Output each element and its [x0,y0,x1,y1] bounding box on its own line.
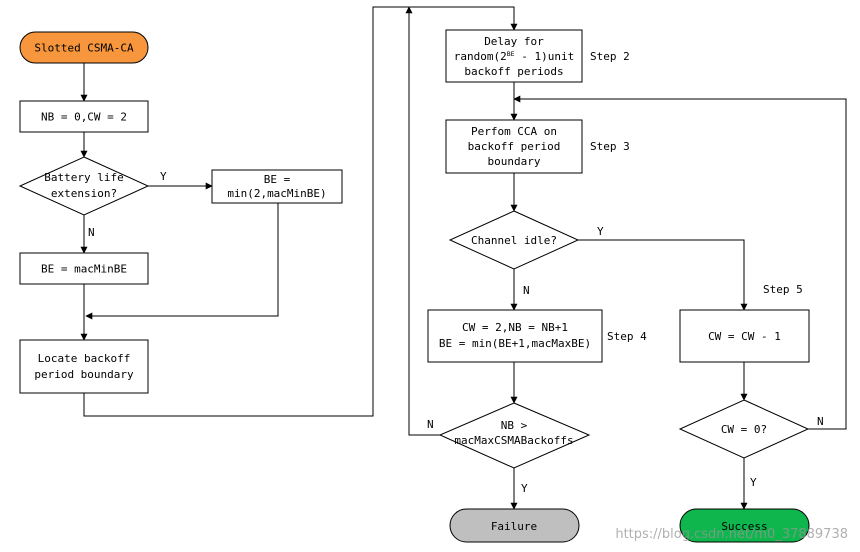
nb-check-yes-label: Y [521,482,528,495]
update-label-line1: CW = 2,NB = NB+1 [462,321,568,334]
cw-decrement-process: CW = CW - 1 [679,309,810,363]
be-min2-process: BE = min(2,macMinBE) [211,169,343,204]
cw-check-yes-label: Y [750,476,757,489]
delay-label-line2-suffix: - 1)unit [515,50,575,63]
nb-check-decision: NB > macMaxCSMABackoffs [438,402,591,469]
watermark-text: https://blog.csdn.net/m0_37889738 [615,527,848,542]
success-label: Success [721,520,767,533]
cw-check-decision: CW = 0? [678,399,810,459]
start-label: Slotted CSMA-CA [34,42,134,55]
update-label-line2: BE = min(BE+1,macMaxBE) [439,337,591,350]
channel-yes-label: Y [597,225,604,238]
start-node: Slotted CSMA-CA [19,31,149,64]
delay-label-line1: Delay for [484,35,544,48]
cca-process: Perfom CCA on backoff period boundary [445,119,583,174]
be-min2-label-line1: BE = [264,173,291,186]
init-process: NB = 0,CW = 2 [19,100,149,133]
step5-label: Step 5 [763,283,803,296]
step4-label: Step 4 [607,330,647,343]
edge-locate-to-delay [83,6,518,417]
failure-label: Failure [491,520,537,533]
channel-decision: Channel idle? [448,210,580,270]
cw-check-no-label: N [817,415,824,428]
delay-process: Delay for random(2BE - 1)unit backoff pe… [445,29,583,83]
init-label: NB = 0,CW = 2 [41,111,127,124]
cw-check-label: CW = 0? [721,423,767,436]
step2-label: Step 2 [590,50,630,63]
channel-no-label: N [523,284,530,297]
battery-yes-label: Y [160,170,167,183]
delay-label-line2-prefix: random(2 [454,50,507,63]
be-min2-label-line2: min(2,macMinBE) [227,187,326,200]
battery-decision: Battery life extension? [18,156,150,216]
cca-label-line2: backoff period [468,140,561,153]
edge-bemin2-to-merge [85,203,279,320]
channel-label: Channel idle? [471,234,557,247]
battery-no-label: N [88,226,95,239]
edge-nbcheck-no [405,6,440,436]
nb-check-label-line1: NB > [501,419,528,432]
locate-label-line1: Locate backoff [38,352,131,365]
failure-node: Failure [449,508,580,543]
cw-decrement-label: CW = CW - 1 [708,330,781,343]
delay-label-line2-exponent: BE [507,50,515,58]
delay-label-line3: backoff periods [464,65,563,78]
step3-label: Step 3 [590,140,630,153]
edge-cwcheck-no [513,95,847,430]
edge-channel-yes [578,239,748,311]
locate-process: Locate backoff period boundary [19,339,149,394]
be-macmin-label: BE = macMinBE [41,263,127,276]
success-node: Success [679,508,810,543]
update-process: CW = 2,NB = NB+1 BE = min(BE+1,macMaxBE) [427,309,603,363]
nb-check-label-line2: macMaxCSMABackoffs [454,434,573,447]
cca-label-line3: boundary [488,155,541,168]
delay-label-line2: random(2BE - 1)unit [454,50,574,63]
be-macmin-process: BE = macMinBE [19,252,149,285]
cca-label-line1: Perfom CCA on [471,125,557,138]
locate-label-line2: period boundary [34,368,134,381]
battery-label-line1: Battery life [44,171,123,184]
nb-check-no-label: N [427,418,434,431]
battery-label-line2: extension? [51,187,117,200]
